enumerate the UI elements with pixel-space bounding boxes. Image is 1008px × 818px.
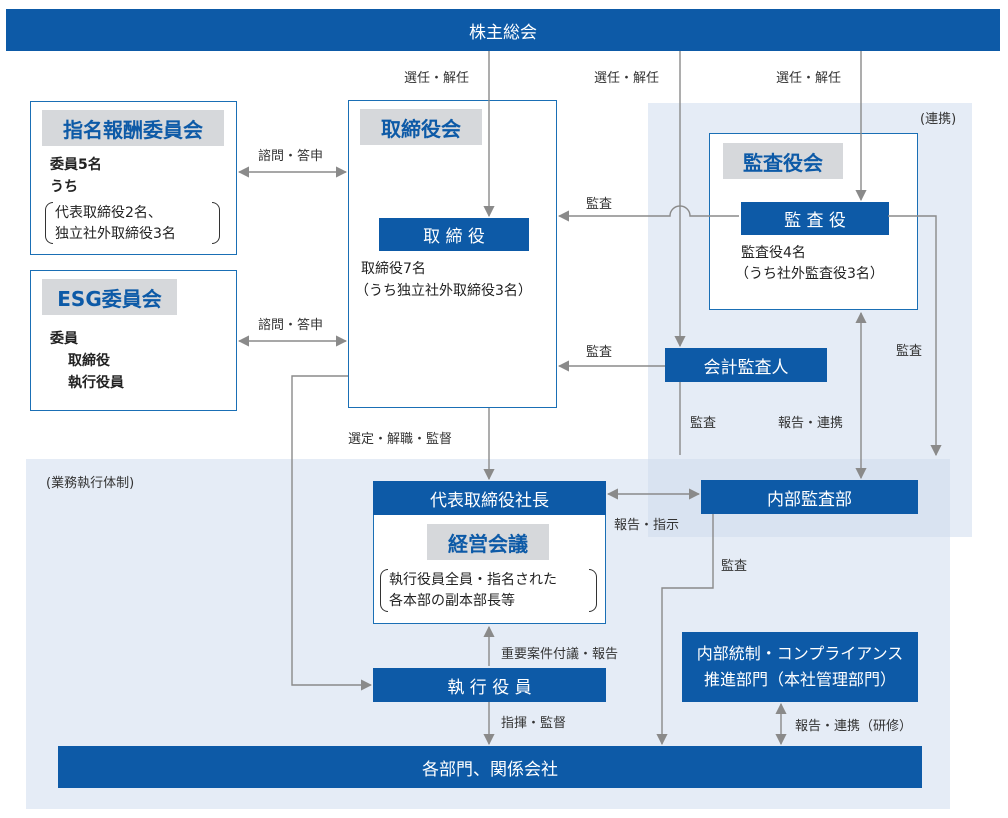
compliance-label-2: 推進部門（本社管理部門） <box>703 670 896 689</box>
nominating-compensation-committee: 指名報酬委員会 委員5名 うち 代表取締役2名、 独立社外取締役3名 <box>30 101 237 255</box>
board-member-count: 取締役7名 <box>361 261 426 277</box>
important-report-label: 重要案件付議・報告 <box>501 647 619 662</box>
nominating-detail-1: 代表取締役2名、 <box>55 205 162 221</box>
mgmt-meeting-detail-2: 各本部の副本部長等 <box>389 593 515 609</box>
consult-label-1: 諮問・答申 <box>258 149 324 164</box>
business-execution-label: (業務執行体制) <box>46 476 135 491</box>
outside-auditor-count: （うち社外監査役3名） <box>735 266 884 282</box>
audit-label-board: 監査 <box>586 197 613 212</box>
auditors-label: 監 査 役 <box>784 211 846 231</box>
esg-members: 委員 <box>50 331 78 347</box>
nominating-of-which: うち <box>50 179 78 195</box>
audit-label-accountant: 監査 <box>586 345 613 360</box>
report-instruct-label: 報告・指示 <box>614 518 680 533</box>
board-title: 取締役会 <box>360 109 482 145</box>
audit-supervisory-board: 監査役会 監 査 役 監査役4名 （うち社外監査役3名） <box>709 133 918 310</box>
board-of-directors: 取締役会 取 締 役 取締役7名 （うち独立社外取締役3名） <box>348 100 557 408</box>
elect-label-2: 選任・解任 <box>594 71 660 86</box>
report-cooperate-label: 報告・連携 <box>778 416 844 431</box>
auditor-audit-internal <box>888 215 942 457</box>
accounting-auditor-label: 会計監査人 <box>703 357 789 378</box>
management-meeting-title: 経営会議 <box>427 524 549 560</box>
compliance-label-1: 内部統制・コンプライアンス <box>696 644 904 663</box>
elect-label-1: 選任・解任 <box>404 71 470 86</box>
elect-label-3: 選任・解任 <box>776 71 842 86</box>
audit-label-internal: 監査 <box>721 559 748 574</box>
president-label: 代表取締役社長 <box>430 490 549 511</box>
command-label: 指揮・監督 <box>501 716 567 731</box>
audit-arrow-to-board <box>557 205 739 222</box>
audit-label-down: 監査 <box>690 416 717 431</box>
executive-officers-label: 執 行 役 員 <box>447 677 532 698</box>
auditors-box: 監 査 役 <box>741 202 889 235</box>
board-independent-count: （うち独立社外取締役3名） <box>355 283 532 299</box>
nominating-detail-2: 独立社外取締役3名 <box>55 226 176 242</box>
nominating-members: 委員5名 <box>50 157 102 173</box>
consult-label-2: 諮問・答申 <box>258 318 324 333</box>
mgmt-meeting-detail-1: 執行役員全員・指名された <box>389 572 557 588</box>
accounting-auditor: 会計監査人 <box>665 348 827 382</box>
internal-audit-department: 内部監査部 <box>701 480 918 514</box>
esg-committee: ESG委員会 委員 取締役 執行役員 <box>30 270 237 411</box>
esg-committee-title: ESG委員会 <box>42 279 177 315</box>
nominating-committee-title: 指名報酬委員会 <box>42 110 224 146</box>
executive-officers-box: 執 行 役 員 <box>373 668 606 702</box>
president-box: 代表取締役社長 <box>373 481 606 515</box>
board-to-executives <box>291 375 373 691</box>
internal-audit-label: 内部監査部 <box>767 489 852 510</box>
departments-affiliates-bar: 各部門、関係会社 <box>58 746 922 788</box>
appoint-label: 選定・解職・監督 <box>348 432 453 447</box>
compliance-department: 内部統制・コンプライアンス 推進部門（本社管理部門） <box>682 632 918 702</box>
esg-executive-officers: 執行役員 <box>68 375 124 391</box>
directors-box: 取 締 役 <box>379 218 529 251</box>
departments-affiliates-label: 各部門、関係会社 <box>422 759 558 780</box>
directors-label: 取 締 役 <box>423 227 485 247</box>
auditor-count: 監査役4名 <box>741 245 806 261</box>
internal-audit-to-depts <box>656 514 714 746</box>
audit-board-title: 監査役会 <box>723 143 843 179</box>
cooperation-label: (連携) <box>920 112 957 127</box>
esg-directors: 取締役 <box>68 353 110 369</box>
report-training-label: 報告・連携（研修） <box>795 719 913 734</box>
audit-label-right: 監査 <box>896 344 923 359</box>
shareholders-meeting-bar: 株主総会 <box>6 9 1000 51</box>
shareholders-meeting-label: 株主総会 <box>469 22 537 43</box>
